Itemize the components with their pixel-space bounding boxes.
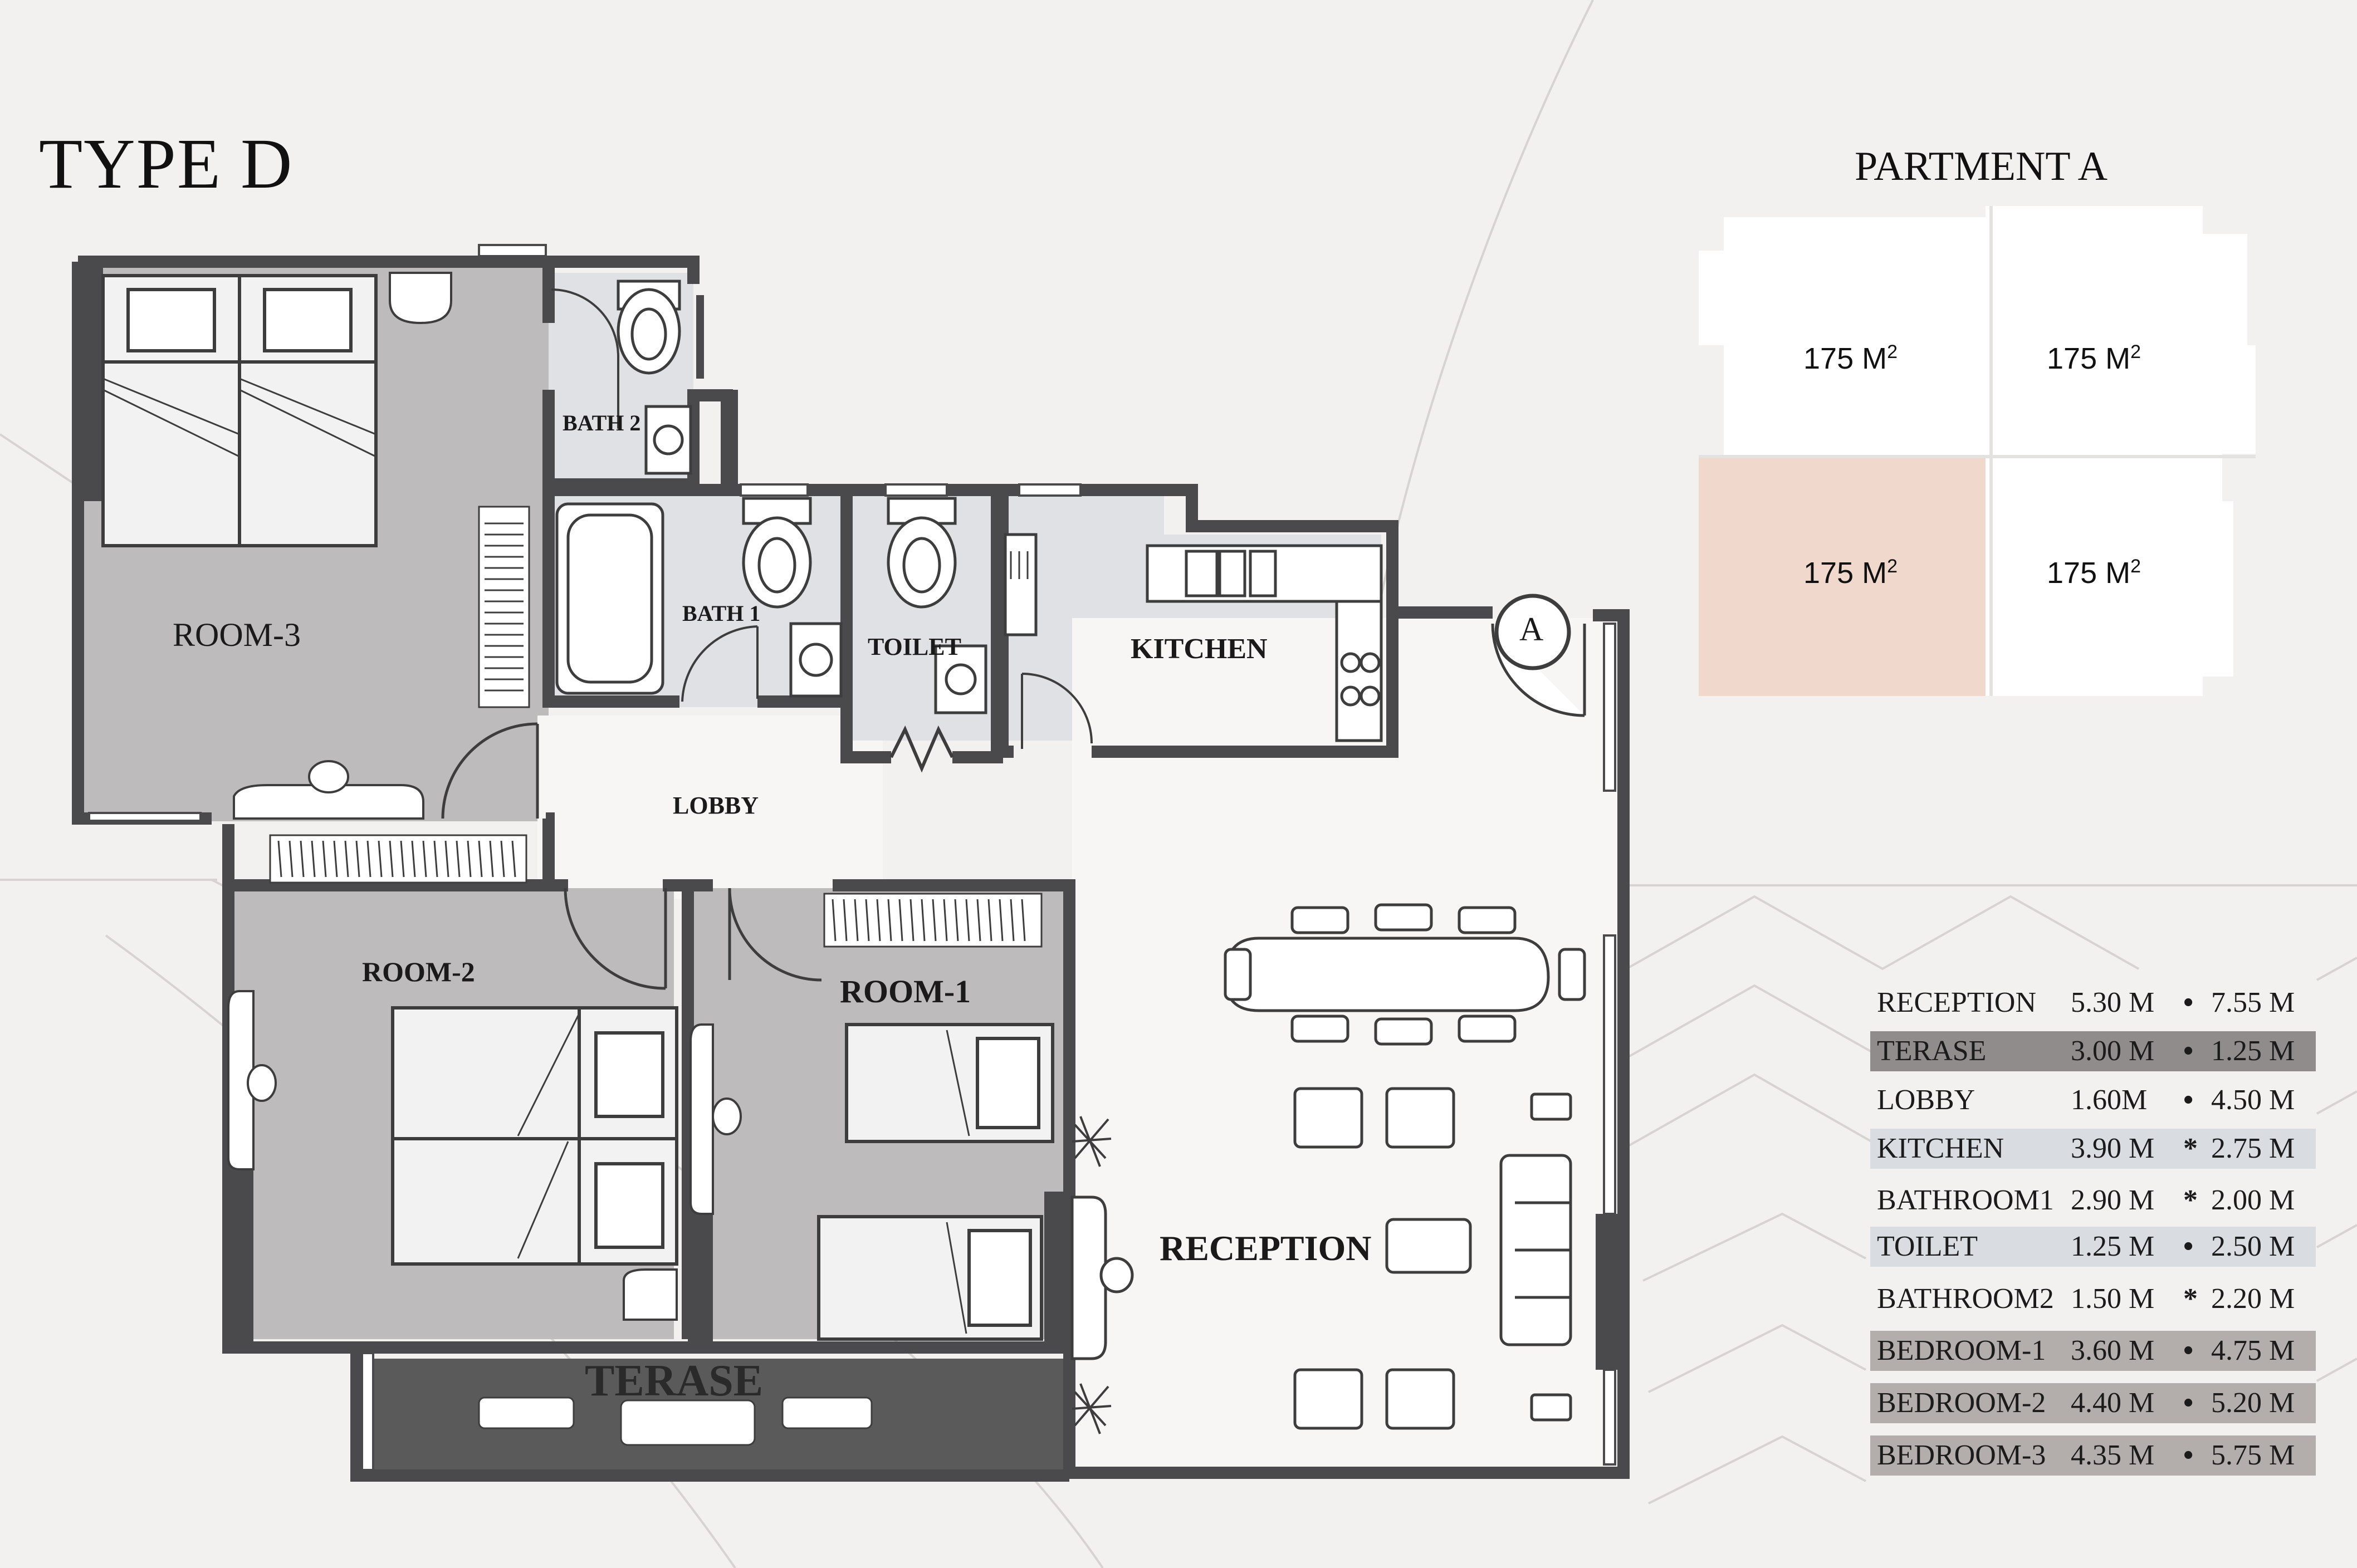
spec-name: BEDROOM-2 [1877, 1387, 2046, 1419]
spec-width: 3.00 M [2071, 1035, 2155, 1067]
spec-row-kitchen: KITCHEN 3.90 M * 2.75 M [1870, 1129, 2316, 1169]
vanity-room-3 [233, 272, 452, 820]
spec-sep: * [2183, 1184, 2198, 1216]
lobby-floor [537, 716, 883, 899]
kitchen-label: KITCHEN [1131, 633, 1268, 665]
spec-width: 4.35 M [2071, 1439, 2155, 1471]
single-bed-room-1-a [845, 1023, 1054, 1143]
desk-room-2 [227, 990, 678, 1321]
spec-sep: • [2183, 987, 2194, 1018]
spec-width: 3.90 M [2071, 1133, 2155, 1164]
spec-row-bathroom1: BATHROOM1 2.90 M * 2.00 M [1870, 1180, 2316, 1221]
double-bed-room-3 [101, 274, 378, 547]
spec-length: 1.25 M [2211, 1035, 2295, 1067]
spec-row-reception: RECEPTION 5.30 M • 7.55 M [1870, 983, 2316, 1023]
key-plan-title: PARTMENT A [1855, 144, 2108, 189]
spec-length: 2.00 M [2211, 1184, 2295, 1216]
spec-sep: * [2183, 1133, 2198, 1164]
toilet-fixtures [887, 497, 987, 773]
wardrobe-room-1 [823, 893, 1043, 948]
toilet-label: TOILET [868, 633, 961, 660]
plants [1072, 1116, 1112, 1434]
bath-1-label: BATH 1 [682, 601, 761, 626]
terase-furniture [478, 1396, 873, 1446]
bath-1-fixtures [555, 497, 843, 702]
bath-2-fixtures [551, 280, 704, 475]
terase-label: TERASE [585, 1356, 764, 1405]
spec-row-bedroom-1: BEDROOM-1 3.60 M • 4.75 M [1870, 1331, 2316, 1371]
spec-width: 5.30 M [2071, 987, 2155, 1018]
spec-sep: • [2183, 1231, 2194, 1262]
spec-length: 4.50 M [2211, 1084, 2295, 1116]
spec-length: 4.75 M [2211, 1335, 2295, 1366]
unit-area-1: 175 M2 [1803, 341, 1898, 375]
unit-area-3: 175 M2 [1803, 556, 1898, 590]
spec-width: 2.90 M [2071, 1184, 2155, 1216]
spec-row-toilet: TOILET 1.25 M • 2.50 M [1870, 1227, 2316, 1267]
spec-sep: • [2183, 1387, 2194, 1419]
spec-length: 2.75 M [2211, 1133, 2295, 1164]
spec-width: 1.60M [2071, 1084, 2148, 1116]
unit-area-2: 175 M2 [2047, 341, 2141, 375]
spec-length: 5.75 M [2211, 1439, 2295, 1471]
spec-sep: • [2183, 1439, 2194, 1471]
spec-width: 3.60 M [2071, 1335, 2155, 1366]
plan-title: TYPE D [39, 124, 294, 203]
spec-row-bathroom2: BATHROOM2 1.50 M * 2.20 M [1870, 1279, 2316, 1319]
spec-width: 1.25 M [2071, 1231, 2155, 1262]
desk-room-1 [690, 1023, 742, 1215]
spec-name: RECEPTION [1877, 987, 2036, 1018]
spec-sep: • [2183, 1084, 2194, 1116]
single-bed-room-1-b [817, 1215, 1043, 1341]
spec-name: BATHROOM2 [1877, 1283, 2054, 1315]
spec-name: BATHROOM1 [1877, 1184, 2054, 1216]
bath-2-label: BATH 2 [563, 410, 641, 435]
spec-sep: • [2183, 1335, 2194, 1366]
spec-name: TOILET [1877, 1231, 1978, 1262]
spec-row-terase: TERASE 3.00 M • 1.25 M [1870, 1031, 2316, 1071]
spec-width: 1.50 M [2071, 1283, 2155, 1315]
spec-length: 2.20 M [2211, 1283, 2295, 1315]
spec-name: BEDROOM-3 [1877, 1439, 2046, 1471]
spec-sep: * [2183, 1283, 2198, 1315]
room-3-label: ROOM-3 [173, 616, 301, 653]
spec-row-bedroom-2: BEDROOM-2 4.40 M • 5.20 M [1870, 1383, 2316, 1423]
spec-name: KITCHEN [1877, 1133, 2004, 1164]
entrance-door [1491, 594, 1586, 717]
double-bed-room-2 [391, 1006, 678, 1266]
room-2-label: ROOM-2 [362, 956, 475, 987]
door-swings [441, 722, 822, 990]
walls [72, 256, 1630, 1482]
spec-length: 5.20 M [2211, 1387, 2295, 1419]
spec-row-lobby: LOBBY 1.60M • 4.50 M [1870, 1080, 2316, 1120]
key-plan [1699, 206, 2256, 696]
kitchen-fixtures [1004, 533, 1383, 749]
reception-label: RECEPTION [1160, 1228, 1372, 1268]
entrance-marker: A [1519, 611, 1544, 648]
room-1-label: ROOM-1 [840, 973, 971, 1010]
wardrobe-room-2 [269, 834, 527, 884]
spec-length: 7.55 M [2211, 987, 2295, 1018]
lobby-label: LOBBY [673, 792, 759, 819]
dining-set [1224, 903, 1586, 1046]
spec-name: TERASE [1877, 1035, 1987, 1067]
spec-width: 4.40 M [2071, 1387, 2155, 1419]
unit-area-4: 175 M2 [2047, 556, 2141, 590]
living-set [1070, 1087, 1572, 1430]
windows [88, 244, 1616, 1471]
spec-sep: • [2183, 1035, 2194, 1067]
spec-name: BEDROOM-1 [1877, 1335, 2046, 1366]
wardrobe-room-3 [478, 506, 530, 708]
spec-length: 2.50 M [2211, 1231, 2295, 1262]
spec-name: LOBBY [1877, 1084, 1975, 1116]
spec-row-bedroom-3: BEDROOM-3 4.35 M • 5.75 M [1870, 1435, 2316, 1476]
